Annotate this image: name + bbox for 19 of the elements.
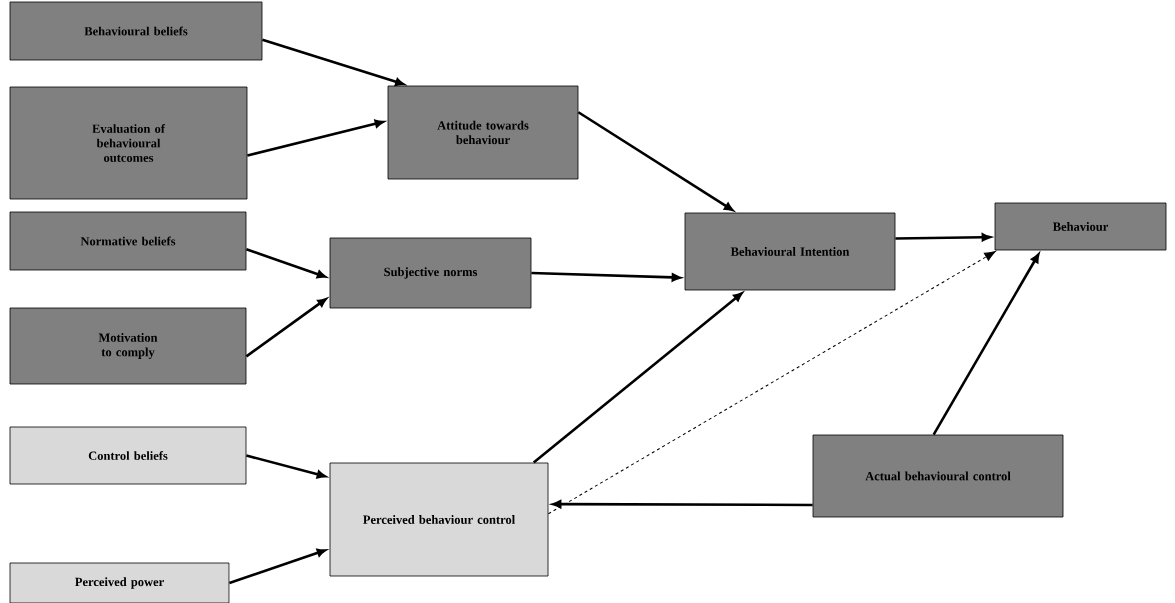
arrow (577, 111, 734, 212)
process-box: Evaluation of behavioural outcomes (9, 86, 248, 200)
arrow (552, 500, 813, 509)
process-box: Control beliefs (9, 426, 247, 485)
process-box: Motivation to comply (9, 307, 247, 385)
process-box: Perceived power (9, 562, 230, 603)
process-box: Attitude towards behaviour (387, 85, 579, 180)
process-box: Normative beliefs (9, 211, 247, 271)
arrow (245, 298, 327, 358)
process-box: Behavioural Intention (684, 212, 896, 291)
process-box: Behavioural beliefs (9, 1, 263, 61)
process-box: Perceived behaviour control (329, 462, 549, 577)
arrow (932, 253, 1040, 436)
arrow (532, 292, 743, 464)
process-box: Subjective norms (329, 237, 532, 309)
process-box: Behaviour (994, 202, 1167, 251)
process-box: Actual behavioural control (812, 434, 1064, 518)
arrow (547, 250, 996, 515)
arrow (895, 233, 991, 242)
